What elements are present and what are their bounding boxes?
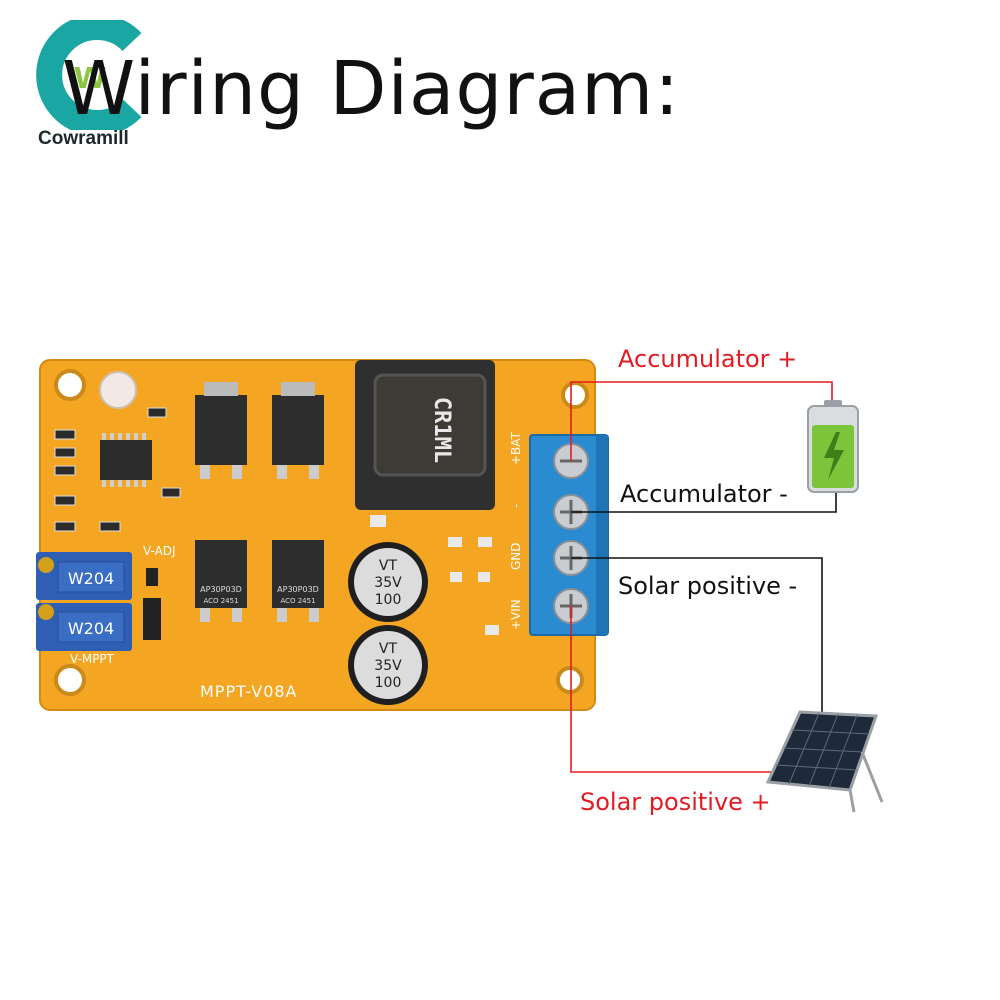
potentiometer-top: W204 [36, 552, 132, 600]
wire-battery-positive [570, 381, 833, 461]
smd-component [146, 568, 158, 586]
v-mppt-label: V-MPPT [70, 652, 115, 666]
page-title: Wiring Diagram: [62, 46, 681, 132]
cap-text: VT [379, 558, 398, 574]
ic-chip [100, 440, 152, 480]
brand-name: Cowramill [38, 128, 129, 149]
label-accumulator-positive: Accumulator + [618, 345, 798, 373]
label-solar-negative: Solar positive - [618, 572, 798, 600]
screw-terminal-block [529, 434, 609, 636]
battery-icon [807, 400, 859, 493]
mounting-hole [54, 369, 86, 401]
inductor: CR1ML [355, 360, 495, 510]
terminal-label-vin: +VIN [509, 599, 523, 630]
mosfet-bottom-left: AP30P03D ACO 2451 [195, 540, 247, 622]
mosfet-top-left [195, 382, 247, 479]
terminal-label-bat: +BAT [509, 431, 523, 465]
inductor-text: CR1ML [429, 397, 454, 463]
cap-text: 100 [375, 675, 402, 691]
logo-ring-icon [36, 14, 142, 136]
capacitor-bottom: VT 35V 100 [348, 625, 428, 705]
pot-label: W204 [68, 569, 114, 588]
cap-text: 35V [374, 658, 402, 674]
cap-text: VT [379, 641, 398, 657]
mosfet-bottom-right: AP30P03D ACO 2451 [272, 540, 324, 622]
board-model-label: MPPT-V08A [200, 682, 298, 701]
led-icon [99, 371, 137, 409]
smd-component [143, 598, 161, 640]
logo-letter: w [73, 53, 106, 97]
label-solar-positive: Solar positive + [580, 788, 771, 816]
mosfet-code: ACO 2451 [203, 597, 238, 605]
cap-text: 35V [374, 575, 402, 591]
mosfet-text: AP30P03D [200, 585, 242, 594]
wire-solar-positive [570, 606, 772, 773]
solar-panel-icon [765, 710, 884, 813]
mounting-hole [54, 664, 86, 696]
mounting-hole [556, 666, 584, 694]
capacitor-top: VT 35V 100 [348, 542, 428, 622]
mounting-hole [561, 381, 589, 409]
label-accumulator-negative: Accumulator - [620, 480, 788, 508]
terminal-label-neg: - [509, 504, 523, 508]
cap-text: 100 [375, 592, 402, 608]
mosfet-top-right [272, 382, 324, 479]
potentiometer-bottom: W204 [36, 603, 132, 651]
v-adj-label: V-ADJ [143, 544, 176, 558]
wire-solar-negative [571, 557, 823, 718]
wire-battery-negative [571, 490, 837, 513]
brand-logo: w [30, 14, 150, 150]
mosfet-text: AP30P03D [277, 585, 319, 594]
pot-label: W204 [68, 619, 114, 638]
mosfet-code: ACO 2451 [280, 597, 315, 605]
terminal-label-gnd: GND [509, 542, 523, 570]
